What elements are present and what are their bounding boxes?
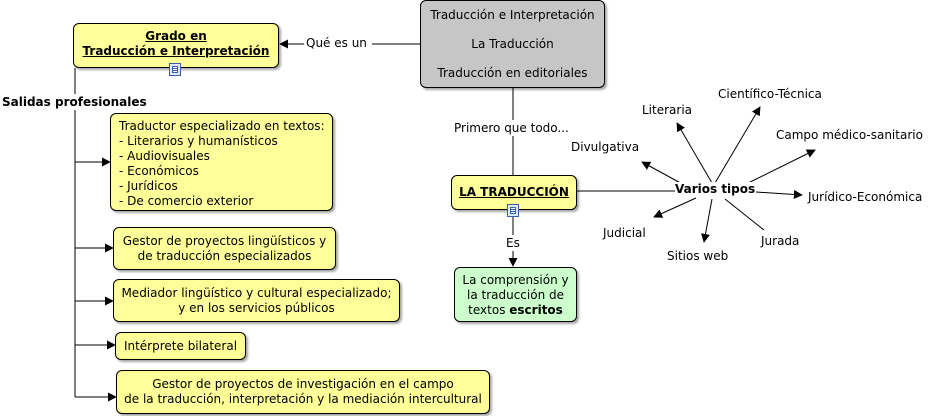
tipo-jurada: Jurada — [761, 234, 800, 248]
gestor-investigacion-line1: Gestor de proyectos de investigación en … — [152, 377, 454, 391]
comprension-line3: textos escritos — [468, 303, 563, 317]
document-icon[interactable] — [169, 63, 181, 76]
tipo-literaria: Literaria — [642, 103, 693, 117]
gestor-investigacion-node[interactable]: Gestor de proyectos de investigación en … — [116, 370, 490, 414]
topics-node[interactable]: Traducción e Interpretación La Traducció… — [420, 0, 605, 88]
traductor-item: - Económicos — [119, 164, 199, 178]
topic-la-traduccion: La Traducción — [471, 37, 554, 51]
la-traduccion-node[interactable]: LA TRADUCCIÓN — [451, 175, 577, 210]
la-traduccion-title: LA TRADUCCIÓN — [459, 185, 569, 199]
mediador-node[interactable]: Mediador lingüístico y cultural especial… — [113, 279, 400, 322]
comprension-line2: la traducción de — [466, 288, 564, 302]
salidas-profesionales-label: Salidas profesionales — [2, 95, 147, 110]
mediador-line1: Mediador lingüístico y cultural especial… — [121, 286, 392, 300]
interprete-node[interactable]: Intérprete bilateral — [115, 332, 246, 360]
comprension-node[interactable]: La comprensión y la traducción de textos… — [454, 267, 577, 322]
tipo-juridico-economica: Jurídico-Económica — [808, 190, 923, 204]
tipo-cientifico-tecnica: Científico-Técnica — [718, 87, 822, 101]
grado-title-line2: Traducción e Interpretación — [82, 44, 270, 58]
tipo-divulgativa: Divulgativa — [571, 140, 640, 154]
interprete-label: Intérprete bilateral — [123, 339, 238, 353]
traductor-item: - Jurídicos — [119, 179, 178, 193]
traductor-item: - Literarios y humanísticos — [119, 134, 278, 148]
gestor-linguistico-line1: Gestor de proyectos lingüísticos y — [122, 234, 327, 248]
mediador-line2: y en los servicios públicos — [178, 301, 335, 315]
tipo-sitios-web: Sitios web — [667, 249, 729, 263]
link-label-es: Es — [506, 236, 520, 251]
grado-title-line1: Grado en — [145, 29, 207, 43]
grado-node[interactable]: Grado en Traducción e Interpretación — [73, 23, 279, 68]
tipo-judicial: Judicial — [603, 226, 646, 240]
varios-tipos-label: Varios tipos — [675, 182, 756, 197]
traductor-item: - Audiovisuales — [119, 149, 210, 163]
comprension-line1: La comprensión y — [462, 273, 569, 287]
link-label-que-es-un: Qué es un — [306, 36, 367, 51]
traductor-node[interactable]: Traductor especializado en textos: - Lit… — [110, 113, 333, 211]
gestor-linguistico-node[interactable]: Gestor de proyectos lingüísticos y de tr… — [113, 227, 336, 270]
traductor-title: Traductor especializado en textos: — [119, 119, 325, 133]
link-label-primero: Primero que todo... — [454, 121, 569, 136]
tipo-campo-medico: Campo médico-sanitario — [776, 128, 923, 142]
gestor-linguistico-line2: de traducción especializados — [137, 249, 312, 263]
topic-traduccion-interpretacion: Traducción e Interpretación — [430, 8, 595, 22]
traductor-item: - De comercio exterior — [119, 194, 254, 208]
topic-traduccion-editoriales: Traducción en editoriales — [437, 66, 588, 80]
document-icon[interactable] — [507, 204, 519, 217]
gestor-investigacion-line2: de la traducción, interpretación y la me… — [124, 392, 482, 406]
